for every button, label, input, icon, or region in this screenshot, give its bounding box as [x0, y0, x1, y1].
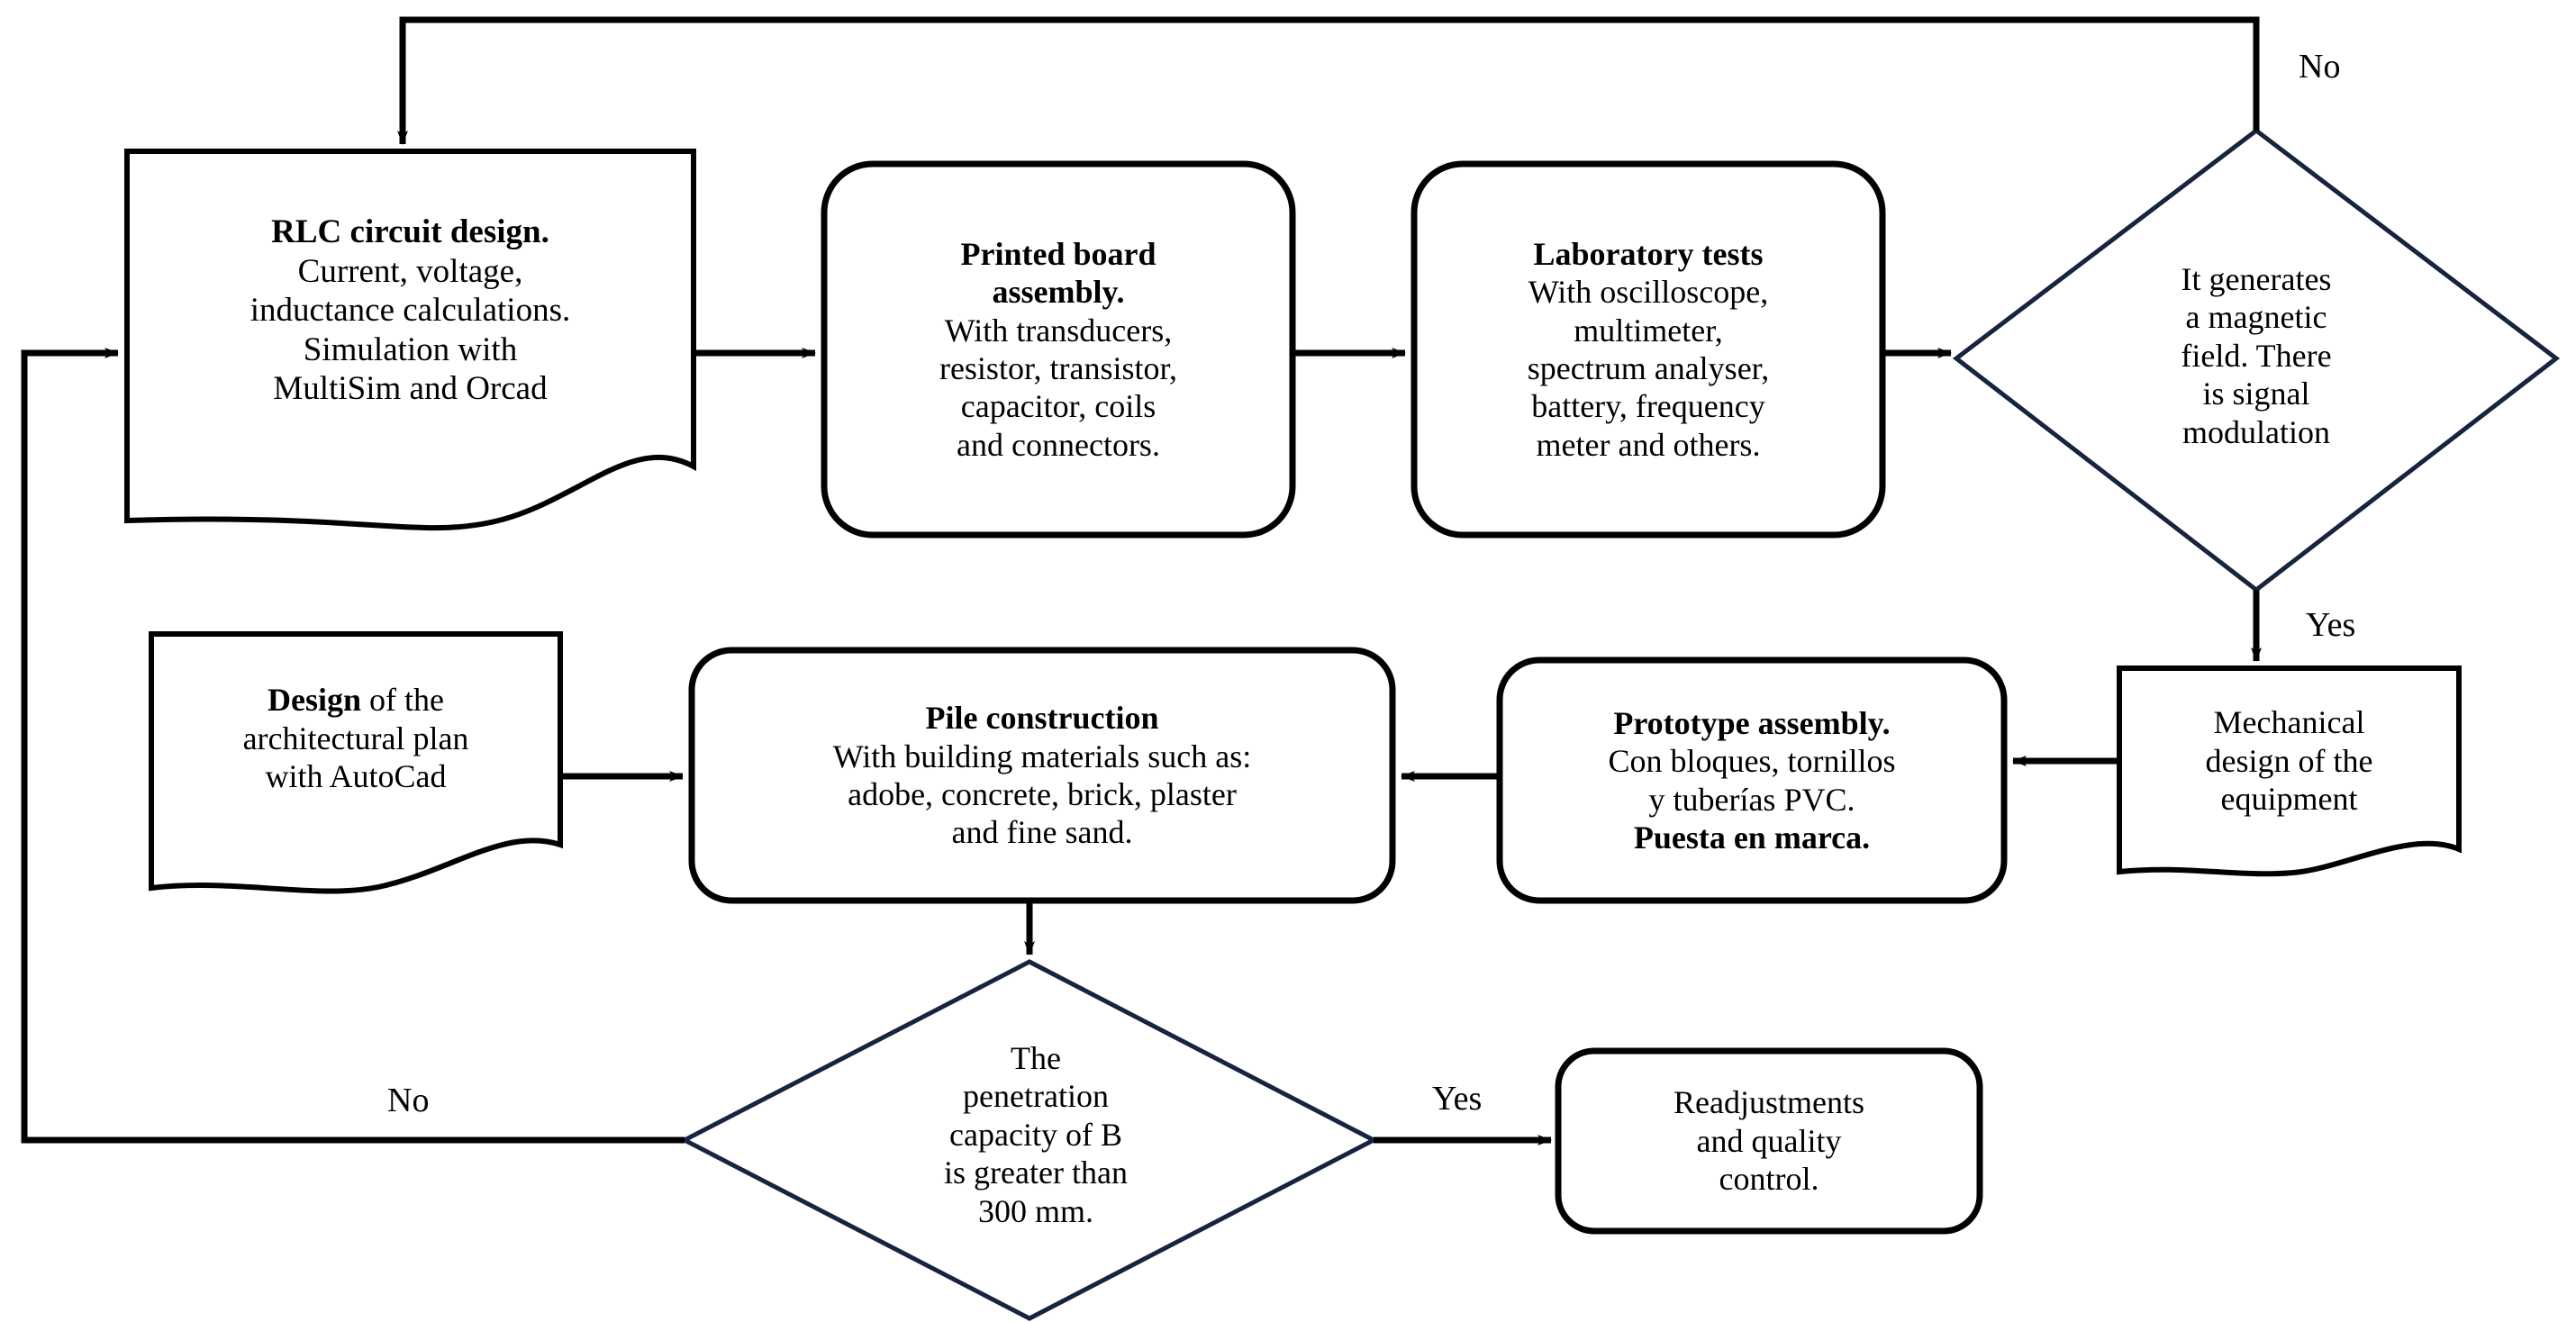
- architectural-design-label: Design of the architectural plan with Au…: [242, 682, 469, 795]
- architectural-design-shape: [149, 631, 563, 894]
- readjustments-label: Readjustments and quality control.: [1673, 1084, 1864, 1198]
- prototype-assembly-label: Prototype assembly. Con bloques, tornill…: [1608, 704, 1896, 856]
- edge-label-yes-right: Yes: [2306, 606, 2356, 644]
- pile-construction-shape: [688, 647, 1396, 904]
- connector-decision2-no-to-rlc: [21, 348, 685, 1144]
- mechanical-design-shape: [2117, 666, 2462, 877]
- pile-construction-label: Pile construction With building material…: [832, 700, 1252, 851]
- edge-label-no-top: No: [2299, 48, 2341, 86]
- edge-label-no-bottom: No: [387, 1082, 430, 1119]
- rlc-circuit-design-shape: [124, 149, 696, 531]
- printed-board-assembly-label: Printed board assembly. With transducers…: [939, 235, 1178, 463]
- magnetic-field-decision-label: It generates a magnetic field. There is …: [2181, 260, 2332, 450]
- connector-decision1-no-to-rlc: [397, 16, 2260, 145]
- laboratory-tests-shape: [1410, 160, 1886, 539]
- edge-label-yes-bottom: Yes: [1432, 1080, 1483, 1118]
- mechanical-design-label: Mechanical design of the equipment: [2205, 704, 2373, 818]
- penetration-capacity-decision-label: The penetration capacity of B is greater…: [944, 1039, 1128, 1229]
- magnetic-field-decision-shape: [1952, 127, 2561, 593]
- readjustments-shape: [1555, 1047, 1983, 1235]
- prototype-assembly-shape: [1496, 656, 2008, 904]
- printed-board-assembly-shape: [821, 160, 1296, 539]
- rlc-circuit-design-label: RLC circuit design. Current, voltage, in…: [249, 213, 571, 408]
- laboratory-tests-label: Laboratory tests With oscilloscope, mult…: [1527, 235, 1770, 463]
